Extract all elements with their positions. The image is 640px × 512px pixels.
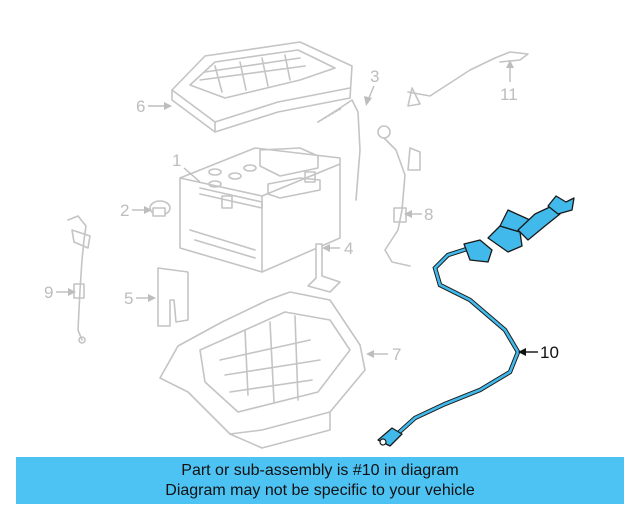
callout-1: 1 [172, 151, 201, 183]
svg-text:6: 6 [136, 97, 145, 116]
banner-line-1: Part or sub-assembly is #10 in diagram [181, 461, 459, 479]
callout-4: 4 [322, 239, 353, 258]
svg-text:2: 2 [120, 201, 129, 220]
part-4-bracket [307, 243, 341, 293]
callout-6: 6 [136, 97, 172, 116]
callout-5: 5 [124, 289, 156, 308]
part-6-battery-cover [171, 41, 353, 133]
part-7-battery-tray [159, 291, 366, 449]
part-8-sensor-harness [377, 125, 421, 267]
svg-text:10: 10 [540, 343, 559, 362]
callout-2: 2 [120, 201, 152, 220]
callout-7: 7 [366, 345, 401, 364]
part-1-battery [179, 147, 341, 273]
info-banner: Part or sub-assembly is #10 in diagram D… [16, 457, 624, 504]
svg-text:8: 8 [424, 205, 433, 224]
banner-line-2: Diagram may not be specific to your vehi… [165, 481, 475, 499]
callout-10: 10 [518, 343, 559, 362]
part-10-battery-cable [377, 195, 575, 447]
svg-text:3: 3 [370, 67, 379, 86]
part-2-plug [149, 200, 171, 217]
svg-text:7: 7 [392, 345, 401, 364]
svg-text:1: 1 [172, 151, 181, 170]
callout-9: 9 [44, 283, 76, 302]
part-5-heat-shield [157, 267, 189, 327]
callout-3: 3 [364, 67, 379, 106]
svg-text:5: 5 [124, 289, 133, 308]
part-11-cable [407, 51, 529, 107]
callout-11: 11 [500, 60, 518, 104]
part-3-vent-hose [317, 99, 361, 201]
svg-text:11: 11 [500, 85, 518, 104]
parts-diagram: 6 3 11 1 2 8 4 9 5 7 [44, 41, 575, 449]
part-9-ground-strap [67, 215, 91, 344]
svg-text:4: 4 [344, 239, 353, 258]
callout-8: 8 [404, 205, 433, 224]
svg-text:9: 9 [44, 283, 53, 302]
